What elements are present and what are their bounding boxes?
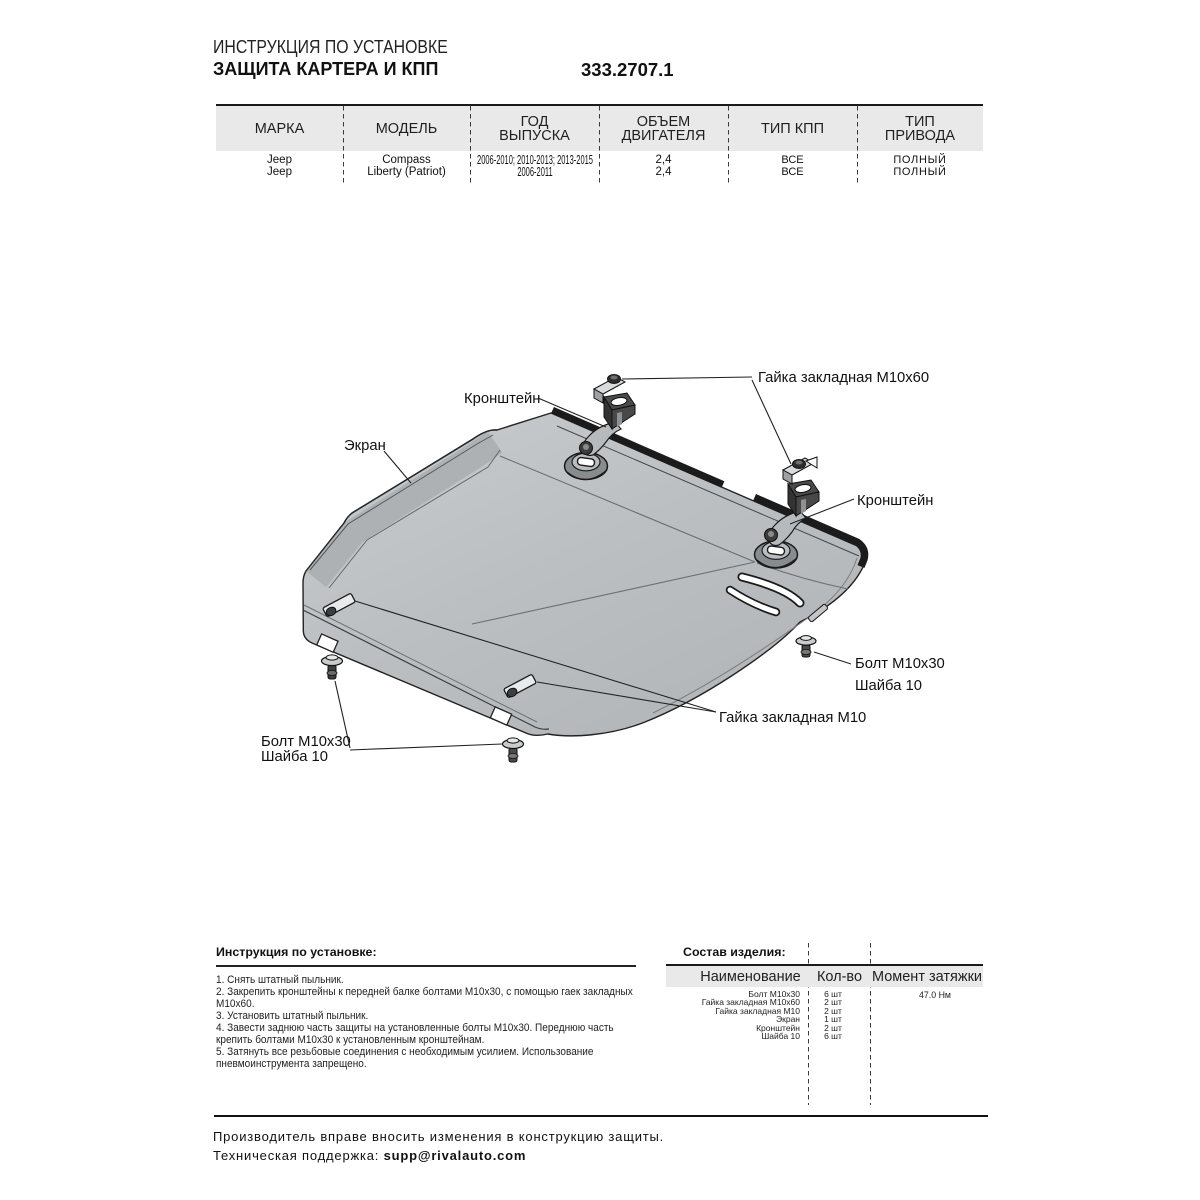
svg-text:Шайба 10: Шайба 10 — [261, 749, 328, 765]
svg-text:Кронштейн: Кронштейн — [857, 493, 933, 509]
svg-text:Гайка закладная М10х60: Гайка закладная М10х60 — [758, 370, 929, 386]
svg-text:Болт М10х30: Болт М10х30 — [855, 656, 945, 672]
svg-text:Гайка закладная М10: Гайка закладная М10 — [719, 710, 866, 726]
svg-text:Болт М10х30: Болт М10х30 — [261, 734, 351, 750]
svg-text:Кронштейн: Кронштейн — [464, 391, 540, 407]
svg-text:Шайба 10: Шайба 10 — [855, 678, 922, 694]
svg-text:Экран: Экран — [344, 438, 386, 454]
